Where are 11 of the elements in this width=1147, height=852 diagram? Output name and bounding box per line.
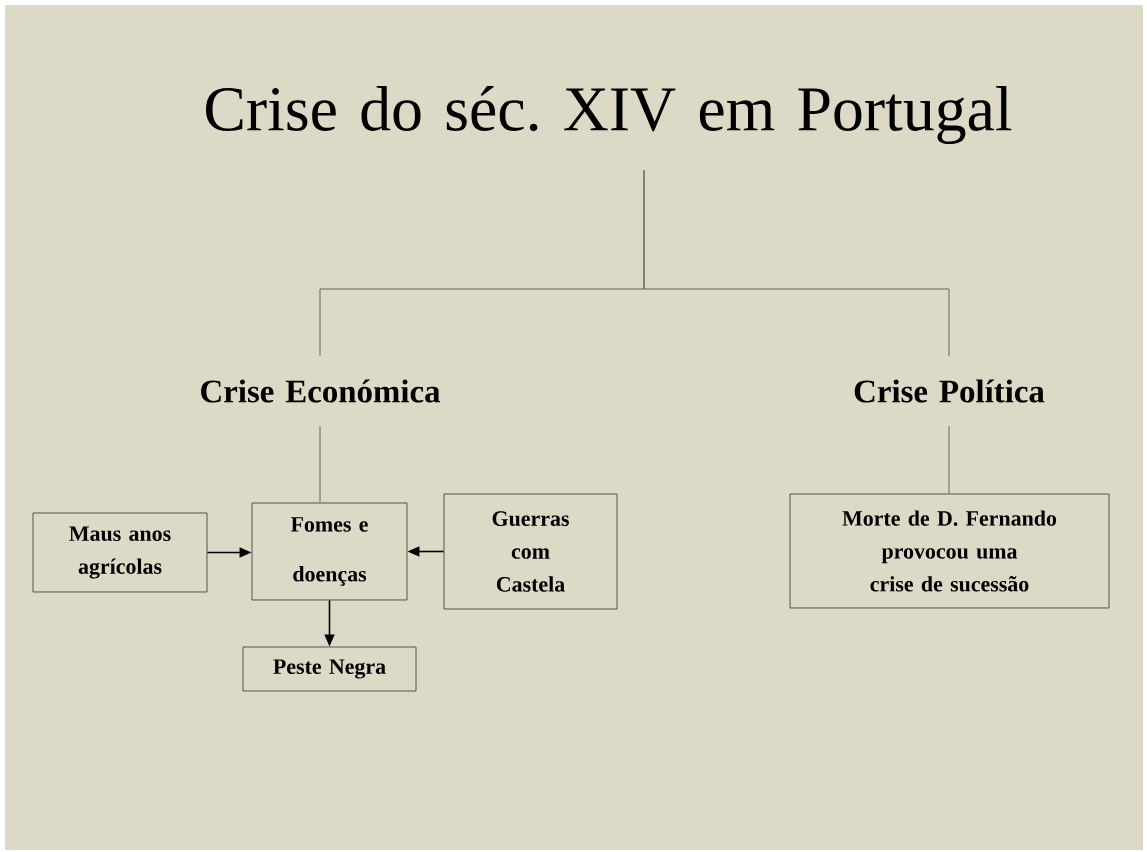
connector-line bbox=[643, 169, 950, 357]
text-box: Peste Negra bbox=[242, 646, 417, 692]
heading-text: Crise Económica bbox=[201, 379, 441, 403]
connector-line bbox=[319, 425, 321, 503]
connector-line bbox=[948, 425, 950, 494]
text-box: Maus anos agrícolas bbox=[32, 512, 208, 593]
text-box: Morte de D. Fernando provocou uma crise de sucessão bbox=[789, 493, 1110, 609]
heading-text: Crise Política bbox=[854, 379, 1045, 403]
text-box: Fomes e doenças bbox=[251, 502, 408, 601]
text-box: Guerras com Castela bbox=[443, 493, 618, 610]
title-text: Crise do séc. XIV em Portugal bbox=[206, 85, 1012, 145]
